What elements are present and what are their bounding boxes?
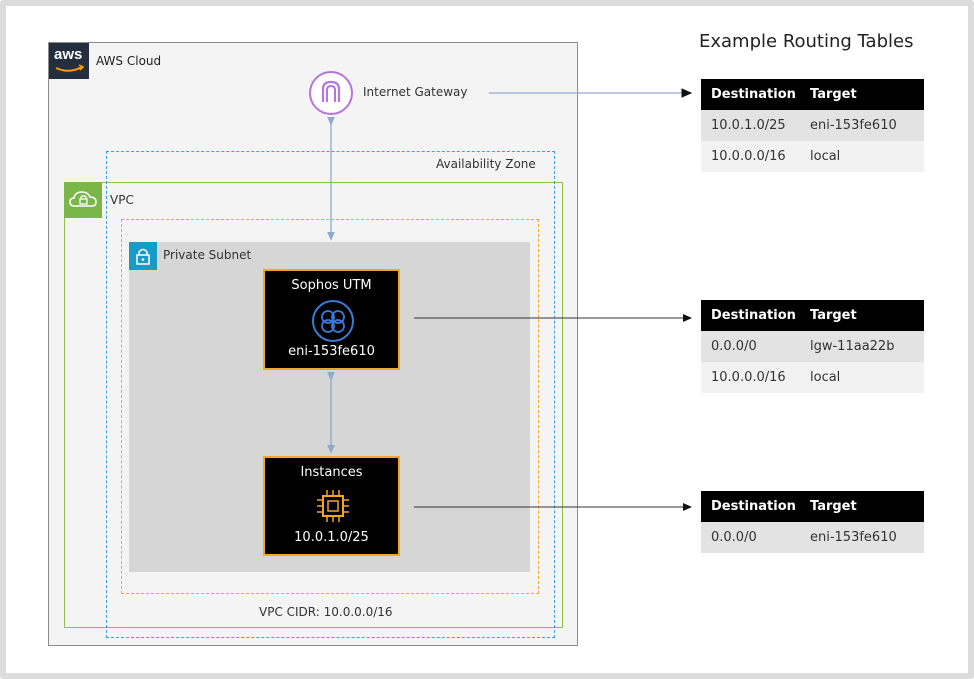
aws-logo-text: aws — [54, 46, 83, 63]
aws-smile-icon — [55, 64, 85, 72]
table-row: 10.0.1.0/25 eni-153fe610 — [701, 110, 924, 141]
private-subnet-label: Private Subnet — [163, 248, 252, 262]
ec2-chip-icon — [313, 486, 353, 526]
cell-target: eni-153fe610 — [810, 530, 897, 545]
vpc-cidr-label: VPC CIDR: 10.0.0.0/16 — [259, 605, 393, 619]
cell-destination: 10.0.0.0/16 — [711, 370, 786, 385]
routing-tables-title: Example Routing Tables — [699, 31, 914, 52]
header-destination: Destination — [711, 499, 796, 514]
instances-title: Instances — [300, 465, 363, 480]
header-destination: Destination — [711, 308, 796, 323]
availability-zone-label: Availability Zone — [436, 157, 536, 171]
header-target: Target — [810, 87, 857, 102]
internet-gateway-icon — [308, 70, 354, 116]
cell-target: local — [810, 370, 841, 385]
cell-target: eni-153fe610 — [810, 118, 897, 133]
sophos-utm-icon — [311, 299, 355, 343]
routing-table-utm: Destination Target 0.0.0/0 lgw-11aa22b 10.… — [701, 300, 924, 393]
cell-destination: 10.0.1.0/25 — [711, 118, 786, 133]
table-row: 0.0.0/0 lgw-11aa22b — [701, 331, 924, 362]
table-header: Destination Target — [701, 491, 924, 522]
routing-table-gateway: Destination Target 10.0.1.0/25 eni-153fe61… — [701, 79, 924, 172]
table-row: 0.0.0/0 eni-153fe610 — [701, 522, 924, 553]
vpc-container — [64, 182, 563, 628]
header-target: Target — [810, 499, 857, 514]
table-header: Destination Target — [701, 79, 924, 110]
sophos-utm-title: Sophos UTM — [291, 278, 372, 293]
cell-target: local — [810, 149, 841, 164]
cell-destination: 0.0.0/0 — [711, 530, 757, 545]
subnet-lock-icon — [129, 242, 157, 270]
vpc-cloud-lock-icon — [64, 182, 102, 218]
cell-destination: 0.0.0/0 — [711, 339, 757, 354]
internet-gateway-label: Internet Gateway — [363, 85, 468, 99]
instances-cidr: 10.0.1.0/25 — [294, 530, 369, 545]
cell-target: lgw-11aa22b — [810, 339, 895, 354]
header-destination: Destination — [711, 87, 796, 102]
instances-node: Instances 10.0.1.0/25 — [263, 456, 400, 556]
aws-cloud-label: AWS Cloud — [96, 54, 162, 68]
cell-destination: 10.0.0.0/16 — [711, 149, 786, 164]
aws-logo: aws — [49, 43, 89, 79]
table-row: 10.0.0.0/16 local — [701, 362, 924, 393]
vpc-label: VPC — [110, 193, 134, 207]
sophos-utm-eni: eni-153fe610 — [288, 344, 375, 359]
routing-table-instances: Destination Target 0.0.0/0 eni-153fe610 — [701, 491, 924, 553]
table-row: 10.0.0.0/16 local — [701, 141, 924, 172]
table-header: Destination Target — [701, 300, 924, 331]
sophos-utm-node: Sophos UTM eni-153fe610 — [263, 269, 400, 370]
header-target: Target — [810, 308, 857, 323]
